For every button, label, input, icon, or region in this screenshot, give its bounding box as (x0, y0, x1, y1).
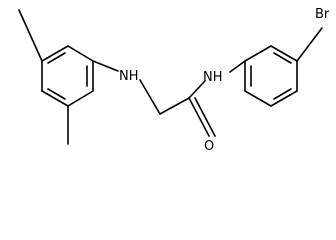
bromine-label: Br (315, 7, 330, 22)
nh-right-label: NH (203, 70, 223, 85)
bromophenyl-ring (244, 45, 298, 107)
nh-left-label: NH (119, 69, 139, 84)
bromine-bond (296, 27, 323, 62)
carbonyl-bond-1 (188, 97, 210, 137)
nh-ch2-bond (139, 79, 161, 115)
chemical-structure: NH NH O Br (18, 7, 330, 154)
ring-nh-bond (92, 60, 119, 72)
oxygen-label: O (204, 139, 214, 154)
carbonyl-nh-bond (188, 80, 206, 99)
methyl-top-bond (18, 9, 43, 62)
dimethylphenyl-ring (41, 45, 94, 107)
nh-ring-bond (229, 60, 246, 73)
ch2-carbonyl-bond (159, 97, 190, 115)
carbonyl-bond-2 (194, 97, 216, 137)
